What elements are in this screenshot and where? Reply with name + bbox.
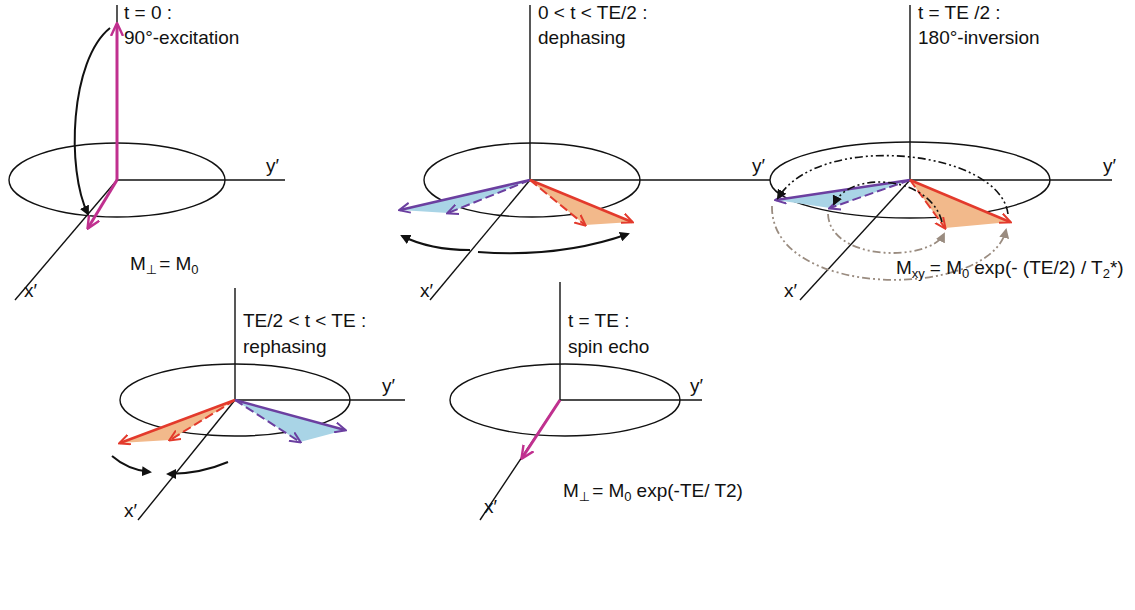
formula-part: M <box>563 480 579 501</box>
subscript: ⊥ <box>146 262 157 277</box>
text-label: x′ <box>484 496 497 518</box>
text-label: y′ <box>266 155 279 177</box>
formula-part: M <box>896 257 912 278</box>
formula: M⊥= M0 exp(-TE/ T2) <box>563 480 743 508</box>
text-label: dephasing <box>538 27 626 48</box>
text-label: rephasing <box>243 336 326 357</box>
text-label: y′ <box>1103 155 1116 177</box>
text-label: t = 0 : <box>124 2 172 23</box>
text-label: y′ <box>752 155 765 176</box>
text-label: y′ <box>1103 155 1116 176</box>
text-label: spin echo <box>568 336 649 357</box>
text-label: x′ <box>24 280 37 302</box>
formula: Mxy = M0 exp(- (TE/2) / T2*) <box>896 257 1124 285</box>
text-label: 180°-inversion <box>918 27 1040 48</box>
text-label: t = TE : <box>568 310 629 332</box>
text-label: y′ <box>382 375 395 396</box>
text-label: t = 0 : <box>124 2 172 24</box>
text-label: TE/2 < t < TE : <box>243 310 366 331</box>
formula-part: exp(- (TE/2) / T <box>974 257 1102 278</box>
text-label: t = TE : <box>568 310 629 331</box>
text-label: x′ <box>784 280 797 301</box>
text-label: x′ <box>420 280 433 301</box>
text-label: 0 < t < TE/2 : <box>538 2 648 23</box>
text-label: t = TE /2 : <box>918 2 1001 23</box>
text-label: y′ <box>690 375 703 397</box>
formula-part: M <box>130 253 146 274</box>
text-label: TE/2 < t < TE : <box>243 310 366 332</box>
text-label: x′ <box>24 280 37 301</box>
text-label: x′ <box>420 280 433 302</box>
subscript: 2 <box>1103 266 1110 281</box>
text-label: y′ <box>690 375 703 396</box>
text-label: rephasing <box>243 336 326 358</box>
formula-part: = M <box>930 257 962 278</box>
text-label: x′ <box>124 500 137 522</box>
subscript: xy <box>912 266 925 281</box>
text-label: x′ <box>484 496 497 517</box>
subscript: 0 <box>962 266 969 281</box>
formula-part: exp(-TE/ T2) <box>637 480 743 501</box>
formula-part: = M <box>159 253 191 274</box>
text-label: t = TE /2 : <box>918 2 1001 24</box>
text-label: x′ <box>124 500 137 521</box>
subscript: ⊥ <box>579 489 590 504</box>
text-label: y′ <box>382 375 395 397</box>
text-label: y′ <box>752 155 765 177</box>
text-label: 90°-excitation <box>124 27 239 49</box>
formula-part: *) <box>1110 257 1124 278</box>
subscript: 0 <box>624 489 631 504</box>
formula-part: = M <box>592 480 624 501</box>
text-label: x′ <box>784 280 797 302</box>
text-label: 180°-inversion <box>918 27 1040 49</box>
text-label: y′ <box>266 155 279 176</box>
text-label: 0 < t < TE/2 : <box>538 2 648 24</box>
formula: M⊥= M0 <box>130 253 199 281</box>
text-label: dephasing <box>538 27 626 49</box>
text-label: 90°-excitation <box>124 27 239 48</box>
text-label: spin echo <box>568 336 649 358</box>
subscript: 0 <box>191 262 198 277</box>
